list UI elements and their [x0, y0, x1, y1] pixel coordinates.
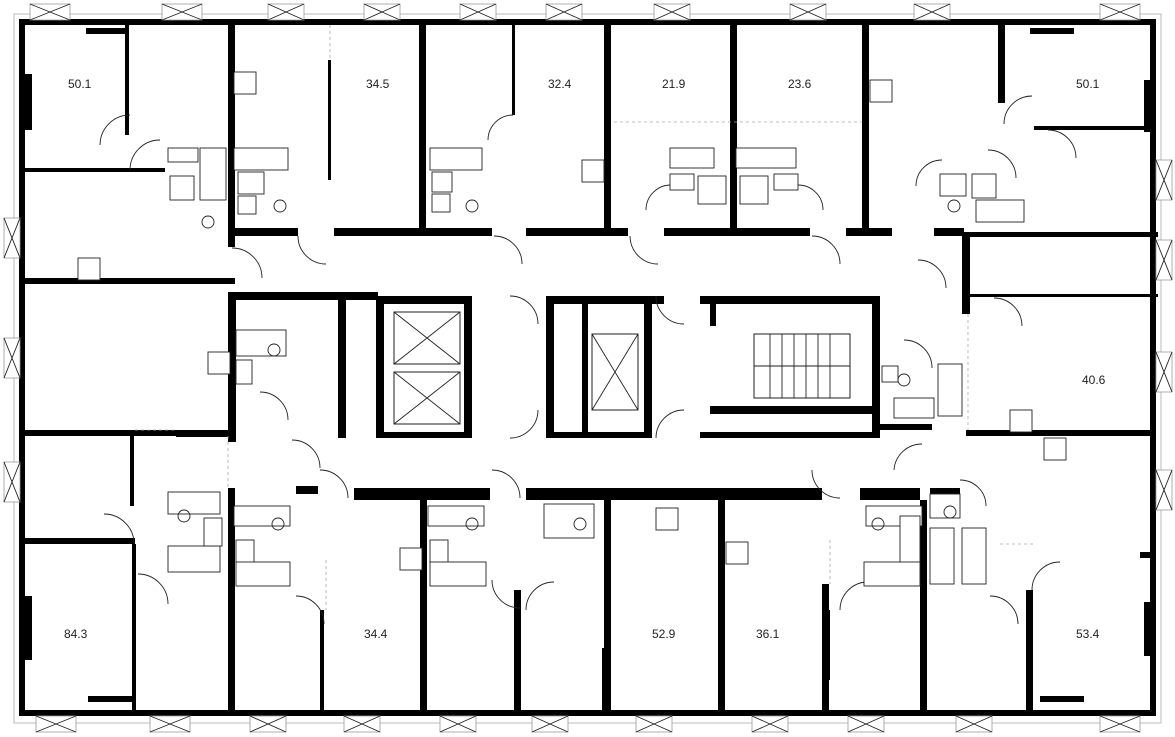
- interior-walls: [25, 25, 1158, 710]
- area-label: 84.3: [64, 627, 88, 641]
- area-label: 53.4: [1076, 627, 1100, 641]
- kitchen-hobs: [77, 71, 1067, 571]
- apartment-areas: 50.1 34.5 32.4 21.9 23.6 50.1 40.6 84.3 …: [64, 77, 1106, 641]
- area-label: 50.1: [1076, 77, 1100, 91]
- zoning-lines: [135, 25, 1034, 610]
- area-label: 36.1: [756, 627, 780, 641]
- exterior-wall: [19, 19, 1156, 716]
- area-label: 40.6: [1082, 373, 1106, 387]
- area-label: 50.1: [68, 77, 92, 91]
- windows-top: [29, 3, 1141, 21]
- area-label: 34.4: [364, 627, 388, 641]
- area-label: 34.5: [366, 77, 390, 91]
- facade-accents: [24, 28, 1152, 702]
- elevators: [393, 311, 639, 425]
- staircase: [753, 333, 851, 399]
- area-label: 21.9: [662, 77, 686, 91]
- area-label: 52.9: [652, 627, 676, 641]
- door-swings: [99, 95, 1077, 625]
- windows-sides: [3, 159, 1173, 511]
- bathroom-fixtures: [167, 147, 1025, 587]
- windows-bottom: [35, 715, 1141, 733]
- area-label: 32.4: [548, 77, 572, 91]
- area-label: 23.6: [788, 77, 812, 91]
